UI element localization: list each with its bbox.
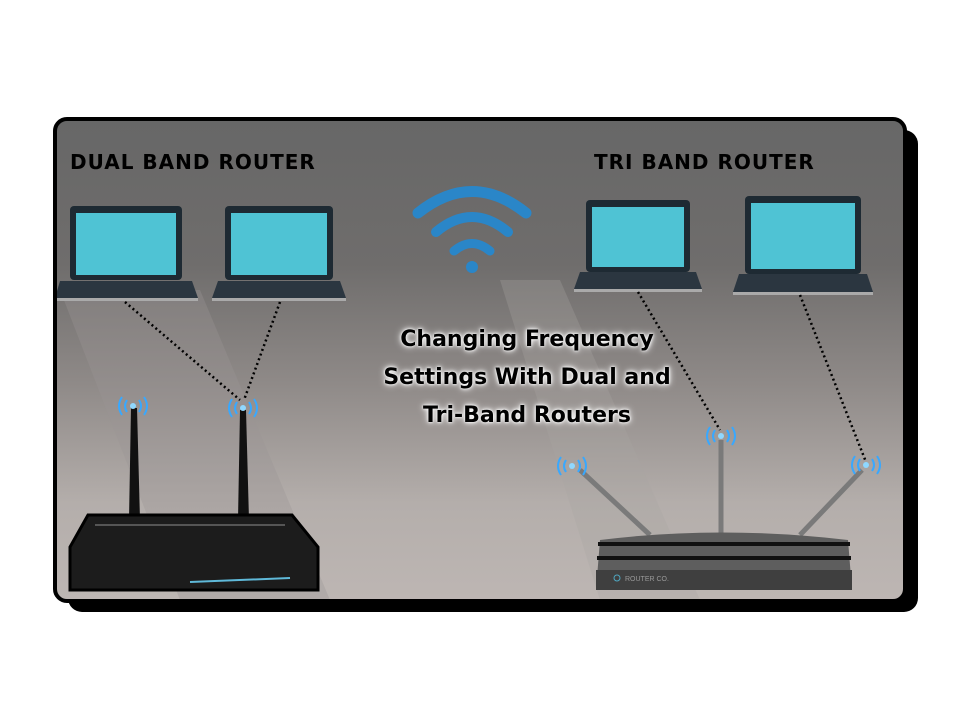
tri-band-label: TRI BAND ROUTER <box>594 150 815 174</box>
laptop-icon <box>574 200 702 292</box>
router-brand: ROUTER CO. <box>625 576 669 583</box>
tri-band-router: ROUTER CO. <box>578 440 864 590</box>
wifi-icon <box>412 186 532 273</box>
title-line: Changing Frequency <box>400 327 654 352</box>
laptop-icon <box>733 196 873 295</box>
page-title: Changing Frequency Settings With Dual an… <box>357 321 697 435</box>
laptop-icon <box>57 206 198 301</box>
illustration-card: ROUTER CO. DUAL BAND ROUTER TRI BAND ROU… <box>53 117 907 603</box>
laptop-icon <box>212 206 346 301</box>
signal-glow-icons <box>118 396 881 476</box>
light-beam <box>500 280 700 599</box>
dual-band-router <box>68 408 320 592</box>
title-line: Tri-Band Routers <box>423 403 631 428</box>
connection-lines <box>124 291 868 463</box>
dual-band-label: DUAL BAND ROUTER <box>70 150 316 174</box>
illustration: ROUTER CO. <box>57 186 881 599</box>
title-line: Settings With Dual and <box>383 365 671 390</box>
